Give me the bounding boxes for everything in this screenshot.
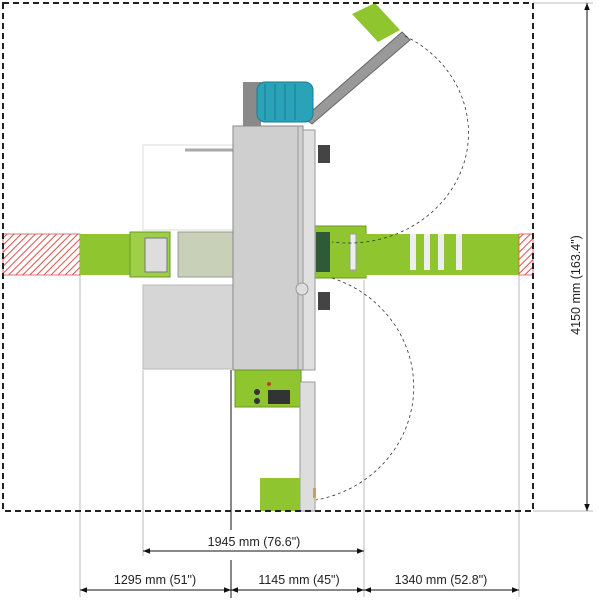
infeed-table	[177, 231, 235, 278]
infeed-roller	[144, 237, 168, 273]
extension-lines	[79, 2, 593, 597]
inspection-port	[295, 282, 309, 296]
dim-label-outfeed: 1340 mm (52.8")	[395, 573, 488, 587]
swing-arc-top	[331, 35, 469, 244]
mount-bracket-top	[318, 145, 330, 163]
mount-bracket-bottom	[318, 292, 330, 310]
dim-label-infeed: 1295 mm (51")	[114, 573, 196, 587]
dim-label-machine: 1145 mm (45")	[258, 573, 339, 587]
outfeed-clearance-zone	[518, 233, 534, 276]
swing-arc-bottom	[315, 277, 415, 501]
chute-arm	[303, 31, 411, 125]
control-display	[268, 390, 290, 404]
dim-label-center-span: 1945 mm (76.6")	[208, 535, 301, 549]
upper-panel	[142, 144, 234, 231]
infeed-clearance-zone	[2, 233, 81, 276]
chute-hopper	[352, 3, 400, 42]
lower-cabinet	[142, 284, 234, 370]
discharge-conveyor	[299, 381, 316, 512]
outfeed-roller	[316, 232, 330, 272]
discharge-end	[260, 478, 300, 511]
machine-body	[232, 125, 304, 371]
footprint-outline	[2, 2, 534, 512]
dim-label-depth: 4150 mm (163.4")	[569, 235, 583, 335]
